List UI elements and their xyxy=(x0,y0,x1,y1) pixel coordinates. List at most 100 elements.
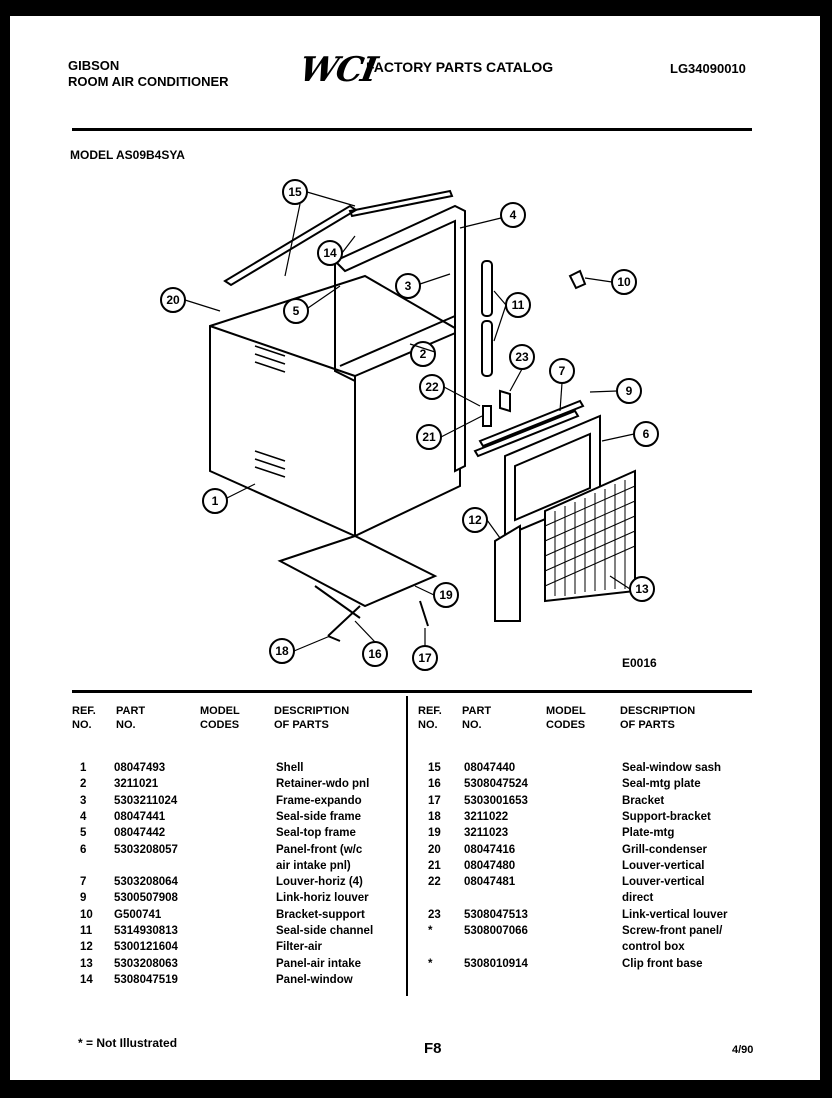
print-date: 4/90 xyxy=(732,1044,754,1056)
callout-9: 9 xyxy=(626,384,633,398)
callout-18: 18 xyxy=(275,644,289,658)
row-desc: Louver-vertical xyxy=(622,876,705,889)
row-part: 5303208063 xyxy=(114,957,178,970)
callout-20: 20 xyxy=(166,293,180,307)
row-desc: air intake pnl) xyxy=(276,859,351,872)
row-desc: Bracket-support xyxy=(276,908,365,921)
row-ref: 6 xyxy=(80,843,87,856)
row-part: 08047481 xyxy=(464,876,516,889)
row-part: 08047441 xyxy=(114,810,166,823)
row-desc: Screw-front panel/ xyxy=(622,925,723,937)
catalog-page: GIBSON ROOM AIR CONDITIONER WCI FACTORY … xyxy=(10,16,820,1080)
catalog-code: LG34090010 xyxy=(670,61,746,76)
row-part: G500741 xyxy=(114,908,162,921)
model-line: MODEL AS09B4SYA xyxy=(70,148,185,162)
callout-2: 2 xyxy=(420,347,427,361)
row-ref: 11 xyxy=(80,925,93,937)
callout-17: 17 xyxy=(418,651,432,665)
row-desc: Shell xyxy=(276,762,304,774)
row-desc: Clip front base xyxy=(622,957,703,970)
row-ref: 13 xyxy=(80,957,93,970)
row-part: 5308007066 xyxy=(464,925,528,937)
row-part: 08047440 xyxy=(464,762,516,774)
row-ref: 22 xyxy=(428,876,441,889)
row-desc: Louver-horiz (4) xyxy=(276,876,363,889)
row-part: 5300507908 xyxy=(114,892,178,905)
row-part: 08047480 xyxy=(464,859,516,872)
row-ref: 21 xyxy=(428,859,441,872)
table-divider xyxy=(406,696,408,996)
row-ref: 4 xyxy=(80,810,87,823)
row-desc: Grill-condenser xyxy=(622,843,707,856)
row-desc: Panel-air intake xyxy=(276,957,362,970)
row-desc: Frame-expando xyxy=(276,794,362,807)
row-part: 5303208064 xyxy=(114,876,178,889)
row-desc: Link-vertical louver xyxy=(622,908,728,921)
brand-block: GIBSON ROOM AIR CONDITIONER xyxy=(68,58,229,90)
row-part: 08047442 xyxy=(114,827,166,840)
brand-name: GIBSON xyxy=(68,58,120,73)
callout-21: 21 xyxy=(422,430,436,444)
header-ref-right: REF.NO. xyxy=(418,705,442,731)
callout-4: 4 xyxy=(510,208,517,222)
row-ref: 5 xyxy=(80,827,87,840)
row-ref: 9 xyxy=(80,892,87,905)
callout-15: 15 xyxy=(288,185,302,199)
row-part: 5308047524 xyxy=(464,778,528,791)
row-part: 3211023 xyxy=(464,827,509,840)
callout-6: 6 xyxy=(643,427,650,441)
row-part: 08047416 xyxy=(464,843,516,856)
row-desc: Support-bracket xyxy=(622,810,711,823)
row-part: 5308047513 xyxy=(464,908,528,921)
header-ref: REF.NO. xyxy=(72,705,96,731)
callout-19: 19 xyxy=(439,588,453,602)
product-name: ROOM AIR CONDITIONER xyxy=(68,74,229,89)
row-part: 08047493 xyxy=(114,762,166,774)
row-ref: * xyxy=(428,925,433,937)
callout-5: 5 xyxy=(293,304,300,318)
exploded-parts-diagram: 1 2 3 4 5 6 7 9 10 11 12 13 14 15 16 17 … xyxy=(160,179,659,671)
row-ref: * xyxy=(428,957,433,970)
catalog-title: FACTORY PARTS CATALOG xyxy=(366,59,554,75)
footnote: * = Not Illustrated xyxy=(78,1036,178,1050)
row-ref: 1 xyxy=(80,762,87,774)
row-desc: direct xyxy=(622,892,654,905)
row-ref: 18 xyxy=(428,810,441,823)
row-desc: Seal-side channel xyxy=(276,925,374,937)
row-ref: 10 xyxy=(80,908,93,921)
row-part: 5308010914 xyxy=(464,957,528,970)
table-top-rule xyxy=(72,690,752,693)
row-part: 3211021 xyxy=(114,778,159,791)
row-ref: 12 xyxy=(80,941,93,954)
row-part: 5300121604 xyxy=(114,941,178,954)
row-part: 5303211024 xyxy=(114,794,178,807)
row-desc: Seal-mtg plate xyxy=(622,778,701,791)
row-ref: 7 xyxy=(80,876,87,889)
row-part: 5303208057 xyxy=(114,843,178,856)
page-number: F8 xyxy=(424,1040,442,1057)
row-desc: Panel-front (w/c xyxy=(276,843,363,856)
row-ref: 20 xyxy=(428,843,441,856)
row-desc: Bracket xyxy=(622,794,665,807)
row-ref: 15 xyxy=(428,762,441,774)
row-ref: 17 xyxy=(428,794,441,807)
row-desc: Filter-air xyxy=(276,941,323,954)
row-ref: 2 xyxy=(80,778,87,791)
row-part: 5308047519 xyxy=(114,973,178,986)
row-part: 5314930813 xyxy=(114,925,178,937)
row-desc: Louver-vertical xyxy=(622,859,705,872)
row-ref: 16 xyxy=(428,778,441,791)
row-desc: Seal-side frame xyxy=(276,810,362,823)
row-part: 3211022 xyxy=(464,810,509,823)
callout-14: 14 xyxy=(323,246,337,260)
callout-7: 7 xyxy=(559,364,566,378)
row-ref: 3 xyxy=(80,794,87,807)
row-desc: Plate-mtg xyxy=(622,827,675,840)
row-desc: Seal-top frame xyxy=(276,827,356,840)
row-ref: 19 xyxy=(428,827,441,840)
